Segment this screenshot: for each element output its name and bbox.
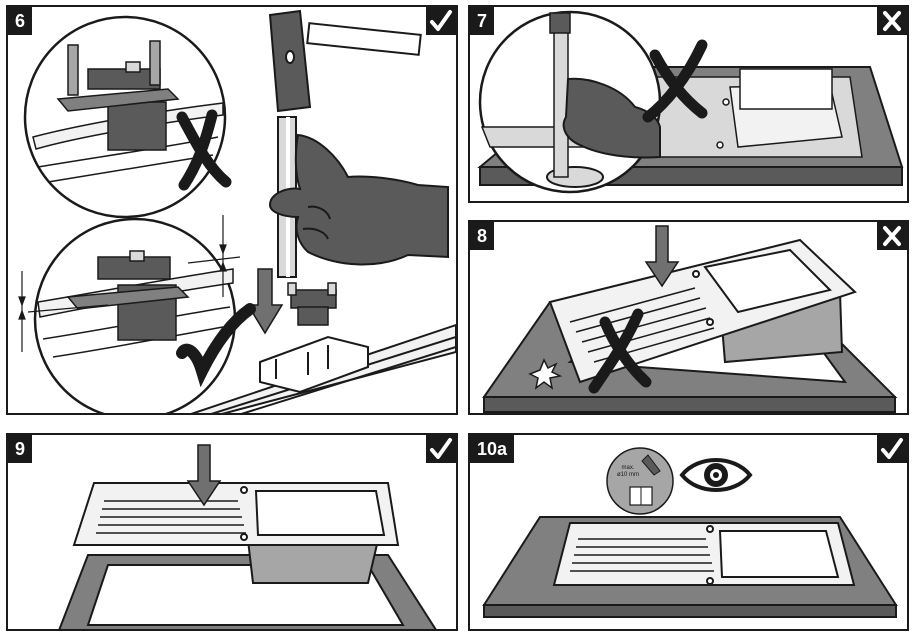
cross-icon <box>883 11 901 31</box>
step-number: 9 <box>8 435 33 463</box>
panel-9-illustration <box>58 444 437 629</box>
step-number: 8 <box>470 222 495 250</box>
status-check-badge <box>426 435 456 463</box>
glove-hand-icon <box>268 133 449 266</box>
cross-icon <box>176 109 232 191</box>
cross-icon <box>642 39 708 123</box>
drill-size-note: max. ø10 mm <box>610 465 646 479</box>
magnifier-circle-correct <box>18 215 241 413</box>
spark-icon <box>528 358 563 390</box>
small-clip <box>287 282 337 326</box>
eye-icon <box>679 458 753 492</box>
drill-note-line1: max. <box>621 465 635 471</box>
check-icon <box>881 438 903 459</box>
arrow-down-icon <box>644 225 680 288</box>
panel-step-9: 9 <box>6 433 458 631</box>
hammer-icon <box>268 9 422 113</box>
arrow-down-icon <box>246 268 284 335</box>
drill-manual-icon <box>606 447 674 515</box>
magnifier-circle-drill <box>478 10 662 194</box>
countertop <box>58 554 437 629</box>
drill-note-line2: ø10 mm <box>616 472 639 478</box>
status-cross-badge <box>877 7 907 35</box>
panel-10a-illustration <box>482 447 898 618</box>
panel-step-7: 7 <box>468 5 909 203</box>
arrow-down-icon <box>186 444 222 507</box>
clip-holder <box>259 335 369 394</box>
magnifier-circle-wrong <box>23 15 227 219</box>
panel-step-6: 6 <box>6 5 458 415</box>
lowering-sink <box>72 482 400 584</box>
check-icon <box>430 10 452 31</box>
check-icon <box>176 303 256 388</box>
panel-7-illustration <box>477 10 904 194</box>
status-check-badge <box>426 7 456 35</box>
status-check-badge <box>877 435 907 463</box>
panel-step-10a: max. ø10 mm 10a <box>468 433 909 631</box>
panel-6-illustration <box>18 9 456 413</box>
installed-sink <box>552 522 856 586</box>
check-icon <box>430 438 452 459</box>
cross-icon <box>588 308 652 394</box>
status-cross-badge <box>877 222 907 250</box>
step-number: 7 <box>470 7 495 35</box>
step-number: 6 <box>8 7 33 35</box>
panel-8-illustration <box>482 225 898 413</box>
cross-icon <box>883 226 901 246</box>
panel-step-8: 8 <box>468 220 909 415</box>
step-number: 10a <box>470 435 515 463</box>
